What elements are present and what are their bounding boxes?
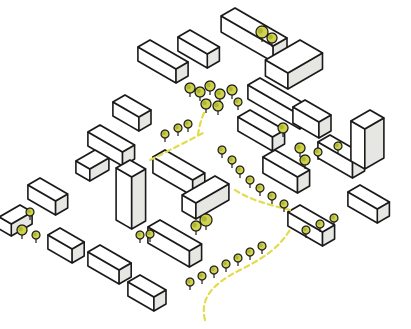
building-east-4 (261, 149, 311, 194)
tree-10 (233, 97, 243, 110)
tree-27 (279, 199, 289, 212)
tree-38 (245, 247, 255, 260)
tree-40 (301, 225, 311, 238)
tree-12 (173, 123, 183, 136)
building-se-1 (286, 204, 336, 247)
tree-20 (145, 229, 155, 242)
tree-22 (227, 155, 237, 168)
tree-35 (209, 265, 219, 278)
tree-9 (212, 100, 224, 115)
building-top-east (264, 39, 324, 90)
tree-32 (277, 122, 289, 137)
building-top-west (176, 29, 221, 69)
tree-36 (221, 259, 231, 272)
tree-23 (235, 165, 245, 178)
trees-layer (16, 25, 343, 290)
path-east-link (233, 188, 292, 212)
tree-34 (197, 271, 207, 284)
building-center-south (146, 219, 203, 268)
pedestrian-paths-layer (148, 98, 292, 322)
building-east-1 (236, 109, 286, 152)
tree-29 (299, 154, 311, 169)
tree-25 (255, 183, 265, 196)
tree-39 (257, 241, 267, 254)
tree-24 (245, 175, 255, 188)
building-top-left (136, 39, 190, 84)
path-promenade-east (202, 228, 292, 322)
building-center-east (181, 175, 230, 220)
path-courtyard-link (148, 130, 207, 162)
tree-37 (233, 253, 243, 266)
tree-2 (266, 32, 278, 47)
tree-11 (160, 129, 170, 142)
building-ul-2 (87, 124, 136, 167)
tree-4 (194, 86, 206, 101)
tree-30 (313, 147, 323, 160)
tree-1 (255, 25, 269, 42)
tree-3 (184, 82, 196, 97)
building-sw-1 (87, 244, 133, 285)
tree-5 (204, 80, 216, 95)
tree-14 (25, 207, 35, 220)
tree-13 (183, 119, 193, 132)
tree-41 (315, 219, 325, 232)
tree-8 (200, 98, 212, 113)
tree-17 (199, 213, 213, 230)
building-tower-center (115, 159, 147, 230)
tree-15 (16, 224, 28, 239)
building-west-1 (26, 177, 69, 216)
tree-33 (185, 277, 195, 290)
tree-26 (267, 191, 277, 204)
tree-16 (31, 230, 41, 243)
path-north-link (196, 98, 212, 137)
tree-21 (217, 145, 227, 158)
building-ul-3 (75, 149, 110, 182)
tree-7 (226, 84, 238, 99)
building-ul-1 (112, 94, 152, 132)
tree-19 (135, 230, 145, 243)
building-east-2 (291, 99, 332, 139)
building-se-2 (346, 184, 391, 224)
building-tower-east (349, 109, 385, 170)
building-sw-2 (127, 274, 167, 312)
tree-18 (190, 220, 202, 235)
building-west-3 (47, 227, 86, 264)
buildings-layer (0, 7, 391, 312)
tree-42 (329, 213, 339, 226)
tree-31 (333, 141, 343, 154)
tree-28 (294, 142, 306, 157)
